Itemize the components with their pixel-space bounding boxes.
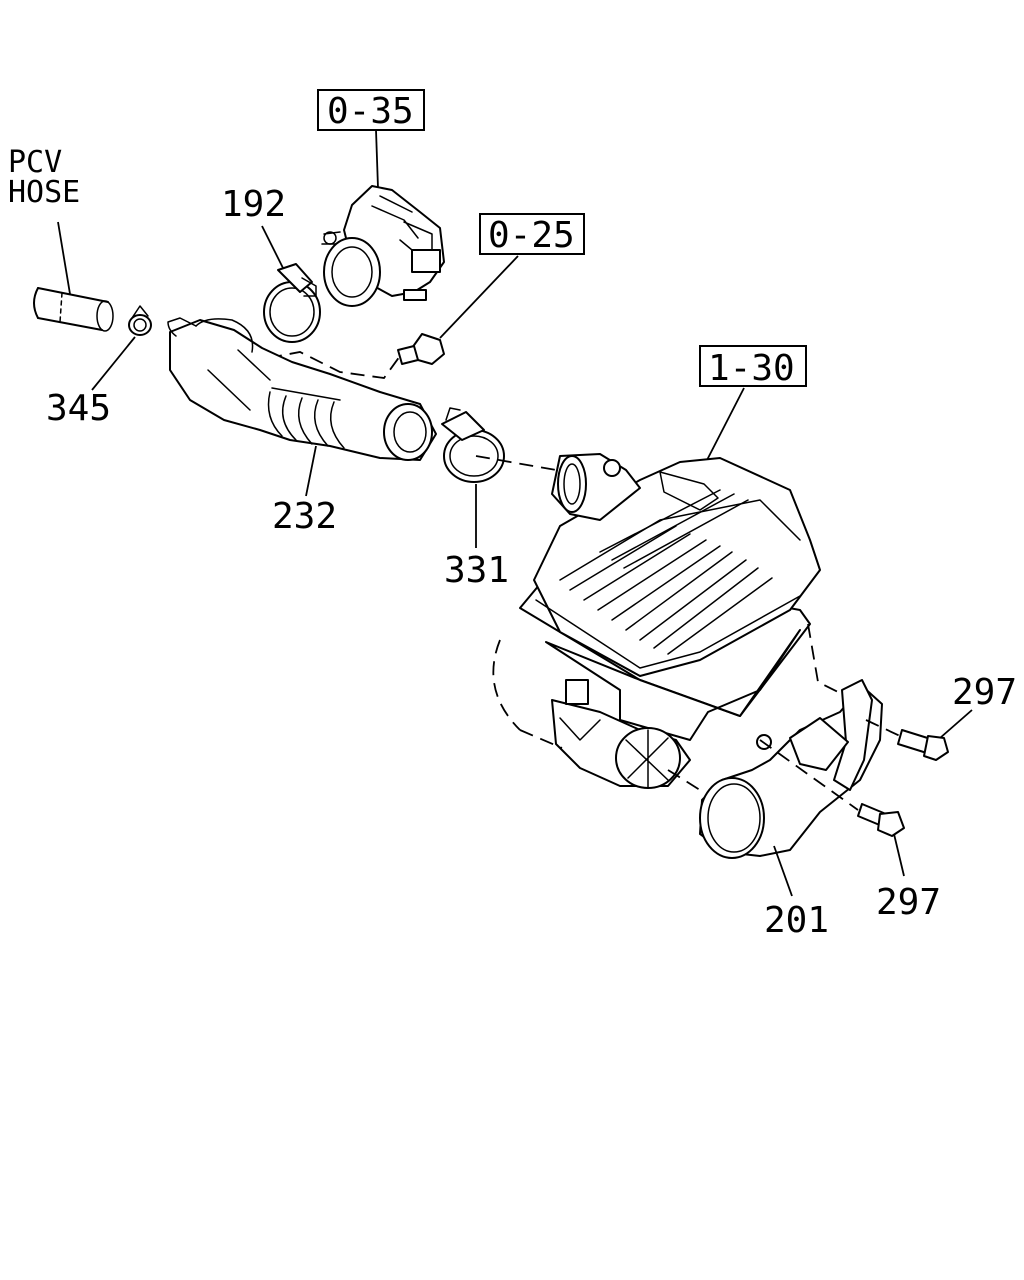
- air-inlet-duct-201: [667, 623, 883, 859]
- intake-duct-232: [167, 317, 437, 461]
- ref-0-25-leader: [439, 255, 519, 339]
- part-331-label: 331: [444, 550, 509, 591]
- hose-clamp-331: [441, 407, 505, 483]
- duct-232-leader: [305, 445, 317, 497]
- ref-0-35-box: [317, 89, 425, 131]
- ref-0-35-label: 0-35: [327, 91, 414, 132]
- ref-0-25-box: [479, 213, 585, 255]
- ref-1-30-box: [699, 345, 807, 387]
- part-297-top-label: 297: [952, 672, 1017, 713]
- clamp-192-leader: [261, 225, 285, 271]
- part-345-label: 345: [46, 388, 111, 429]
- pcv-label-line2: HOSE: [8, 175, 80, 210]
- pcv-label-line1: PCV: [8, 145, 62, 180]
- ref-1-30-label: 1-30: [708, 348, 795, 389]
- sensor-hidden-line: [267, 351, 401, 379]
- pcv-hose-leader: [57, 221, 71, 295]
- part-297-bottom-label: 297: [876, 882, 941, 923]
- iat-sensor: [397, 333, 445, 365]
- hose-clamp-192: [263, 263, 321, 343]
- clamp-331-centerline: [475, 455, 557, 471]
- bolt-297-top: [865, 719, 949, 761]
- bolt-297-bottom-leader: [893, 833, 905, 877]
- ref-0-25-label: 0-25: [488, 215, 575, 256]
- ref-0-35-leader: [375, 129, 379, 189]
- part-192-label: 192: [221, 184, 286, 225]
- part-232-label: 232: [272, 496, 337, 537]
- duct-201-leader: [773, 845, 793, 897]
- bolt-297-top-leader: [939, 709, 973, 739]
- hose-clip-345: [128, 305, 152, 336]
- throttle-body: [321, 185, 445, 307]
- bolt-297-bottom: [857, 803, 905, 837]
- part-201-label: 201: [764, 900, 829, 941]
- ref-1-30-leader: [705, 387, 745, 463]
- pcv-hose: [33, 287, 114, 332]
- air-cleaner-assembly: [492, 453, 821, 789]
- clip-345-leader: [91, 336, 136, 391]
